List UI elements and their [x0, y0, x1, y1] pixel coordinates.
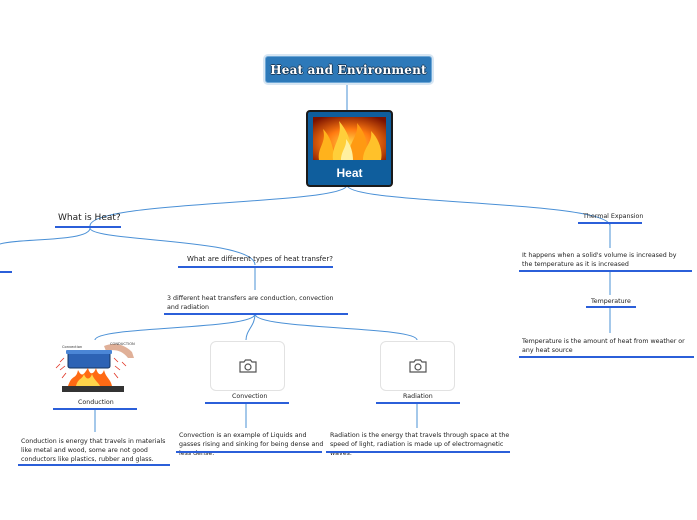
- thermal-expansion-node[interactable]: Thermal Expansion: [583, 213, 644, 220]
- conduction-image-tag-2: CONDUCTION: [110, 342, 135, 346]
- conduction-underline: [53, 408, 137, 410]
- radiation-desc-underline: [326, 451, 510, 453]
- convection-node[interactable]: Convection: [232, 393, 268, 400]
- conduction-illustration: Convection CONDUCTION: [54, 340, 136, 395]
- convection-desc[interactable]: Convection is an example of Liquids and …: [179, 432, 324, 457]
- camera-icon: [408, 359, 427, 373]
- temperature-node[interactable]: Temperature: [591, 298, 631, 305]
- connector-heat-thermal: [346, 184, 611, 227]
- central-heat-label: Heat: [336, 166, 363, 180]
- what-is-heat-underline: [55, 226, 121, 228]
- convection-underline: [205, 402, 289, 404]
- temperature-desc-underline: [519, 356, 694, 358]
- transfer-answer-underline: [164, 313, 348, 315]
- thermal-expansion-underline: [578, 222, 642, 224]
- thermal-expansion-desc[interactable]: It happens when a solid's volume is incr…: [522, 252, 677, 268]
- conduction-desc-underline: [18, 464, 170, 466]
- connector-heat-whatis: [89, 184, 348, 227]
- connector-answer-convection: [245, 313, 256, 341]
- transfer-question-underline: [178, 266, 333, 268]
- what-is-heat-node[interactable]: What is Heat?: [58, 213, 121, 223]
- thermal-expansion-desc-underline: [519, 270, 692, 272]
- camera-icon: [238, 359, 257, 373]
- convection-image-placeholder[interactable]: [210, 341, 285, 391]
- radiation-node[interactable]: Radiation: [403, 393, 433, 400]
- connector-whatis-types: [89, 227, 256, 266]
- left-stub-underline: [0, 271, 12, 273]
- title-node[interactable]: Heat and Environment: [265, 56, 432, 83]
- transfer-question-node[interactable]: What are different types of heat transfe…: [187, 255, 333, 263]
- radiation-underline: [376, 402, 460, 404]
- convection-desc-underline: [176, 451, 322, 453]
- connector-answer-radiation: [254, 313, 418, 341]
- temperature-underline: [586, 306, 636, 308]
- conduction-node[interactable]: Conduction: [78, 399, 114, 406]
- central-heat-node[interactable]: Heat: [306, 110, 393, 187]
- conduction-desc[interactable]: Conduction is energy that travels in mat…: [21, 438, 166, 463]
- connector-whatis-left: [0, 227, 91, 245]
- conduction-image-tag-1: Convection: [62, 345, 82, 349]
- flame-image: [313, 117, 386, 160]
- connector-answer-conduction: [94, 313, 256, 341]
- temperature-desc[interactable]: Temperature is the amount of heat from w…: [522, 338, 685, 354]
- transfer-answer-node[interactable]: 3 different heat transfers are conductio…: [167, 295, 334, 311]
- radiation-desc[interactable]: Radiation is the energy that travels thr…: [330, 432, 510, 457]
- radiation-image-placeholder[interactable]: [380, 341, 455, 391]
